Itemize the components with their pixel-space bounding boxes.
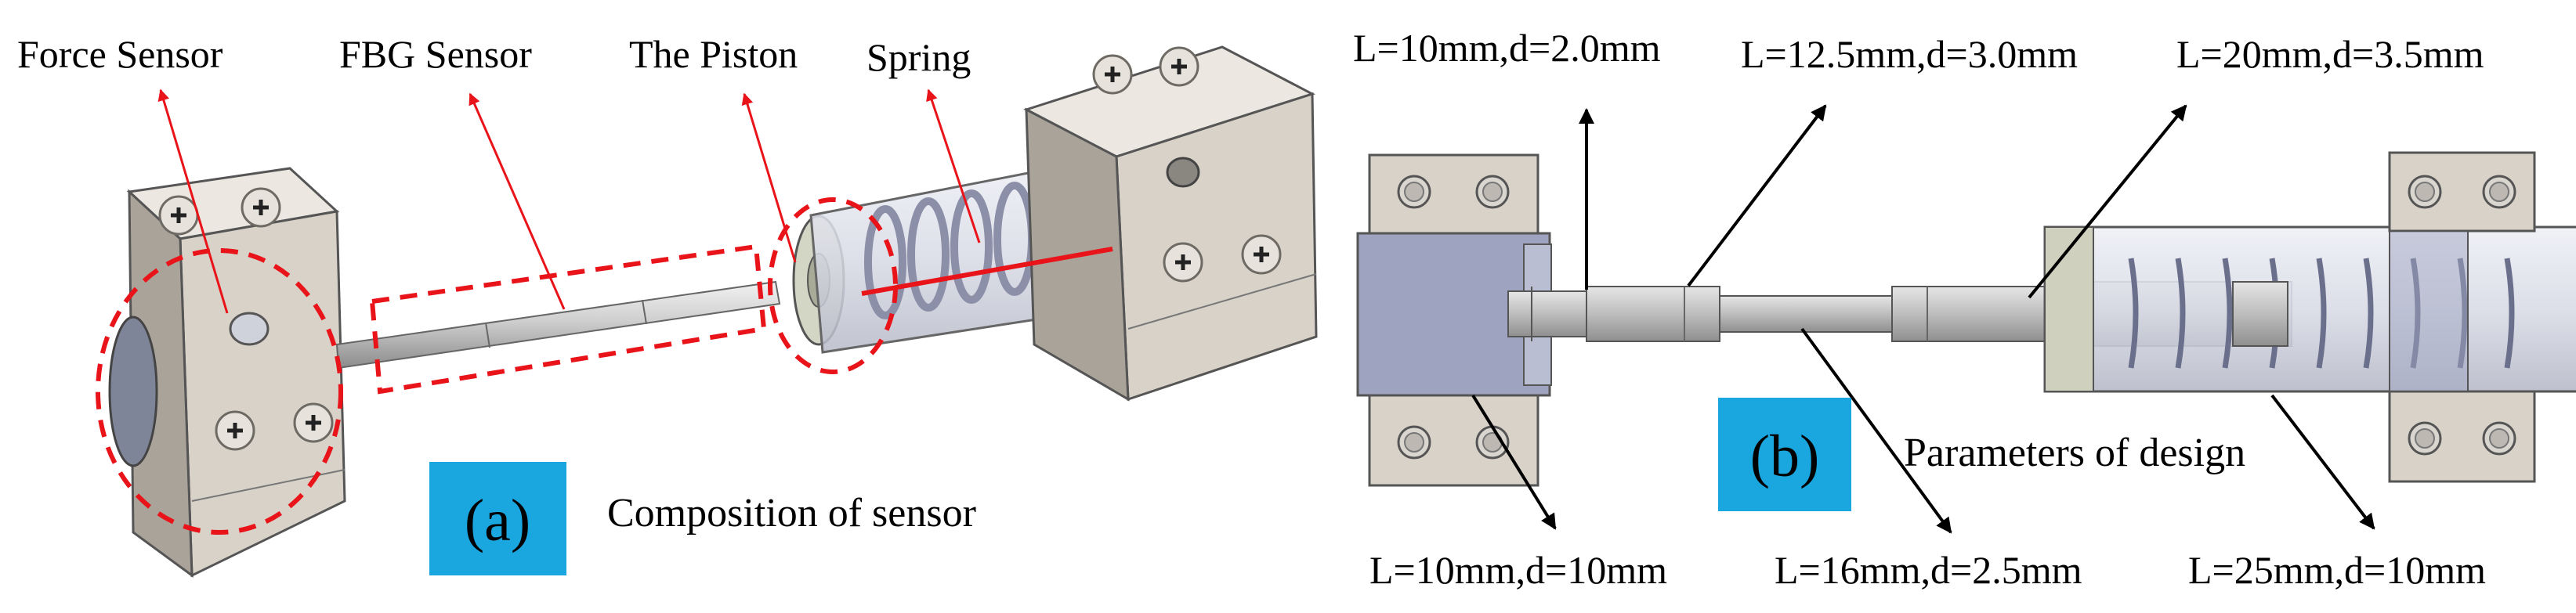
- dim-bottom-right: L=25mm,d=10mm: [2188, 548, 2486, 592]
- dim-top-left: L=10mm,d=2.0mm: [1353, 26, 1661, 70]
- dimension-arrows: [1471, 104, 2375, 534]
- fbg-sensor-highlight: [369, 243, 767, 395]
- panel-b-label: (b): [1750, 424, 1820, 489]
- arrow-icon: [2028, 104, 2187, 299]
- right-block: [1023, 45, 1318, 402]
- panel-b-caption: Parameters of design: [1904, 431, 2245, 475]
- arrow-icon: [926, 88, 981, 243]
- dim-top-right: L=20mm,d=3.5mm: [2176, 32, 2484, 76]
- label-spring: Spring: [867, 35, 971, 79]
- hole-icon: [1397, 425, 1431, 460]
- panel-a-label-box: [429, 462, 566, 575]
- panel-a-caption: Composition of sensor: [607, 491, 976, 535]
- right-mount: [2388, 151, 2536, 483]
- arrow-icon: [1471, 394, 1557, 530]
- screw-icon: [295, 404, 332, 442]
- spring-housing: [2043, 225, 2576, 393]
- hole-icon: [2482, 175, 2516, 209]
- dim-top-middle: L=12.5mm,d=3.0mm: [1741, 32, 2078, 76]
- screw-icon: [1164, 243, 1202, 281]
- arrow-icon: [2270, 394, 2375, 530]
- arrow-icon: [469, 92, 566, 310]
- arrow-icon: [1687, 104, 1827, 287]
- arrow-icon: [157, 88, 229, 314]
- force-sensor-highlight: [96, 248, 343, 535]
- arrow-icon: [741, 92, 797, 263]
- spring-axis-line: [861, 247, 1113, 296]
- arrow-icon: [1800, 327, 1952, 534]
- dim-bottom-middle: L=16mm,d=2.5mm: [1775, 548, 2082, 592]
- panel-a-label: (a): [465, 488, 530, 554]
- screw-icon: [216, 412, 254, 449]
- screw-icon: [1160, 48, 1198, 85]
- hole-icon: [1475, 175, 1510, 209]
- screw-icon: [160, 197, 197, 234]
- panel-b: L=10mm,d=2.0mm L=12.5mm,d=3.0mm L=20mm,d…: [1353, 26, 2576, 592]
- hole-icon: [1397, 175, 1431, 209]
- screw-icon: [242, 189, 280, 226]
- hole-icon: [2408, 421, 2442, 456]
- panel-b-label-box: [1718, 398, 1851, 511]
- panel-a: Force Sensor FBG Sensor The Piston Sprin…: [17, 32, 1318, 579]
- screw-icon: [1094, 56, 1131, 93]
- hole-icon: [2408, 175, 2442, 209]
- screw-icon: [1243, 236, 1280, 273]
- label-fbg-sensor: FBG Sensor: [339, 32, 532, 76]
- label-force-sensor: Force Sensor: [17, 32, 223, 76]
- left-block: [108, 167, 346, 579]
- callout-arrows: [157, 88, 981, 314]
- label-piston: The Piston: [629, 32, 798, 76]
- hole-icon: [2482, 421, 2516, 456]
- dim-bottom-left: L=10mm,d=10mm: [1369, 548, 1667, 592]
